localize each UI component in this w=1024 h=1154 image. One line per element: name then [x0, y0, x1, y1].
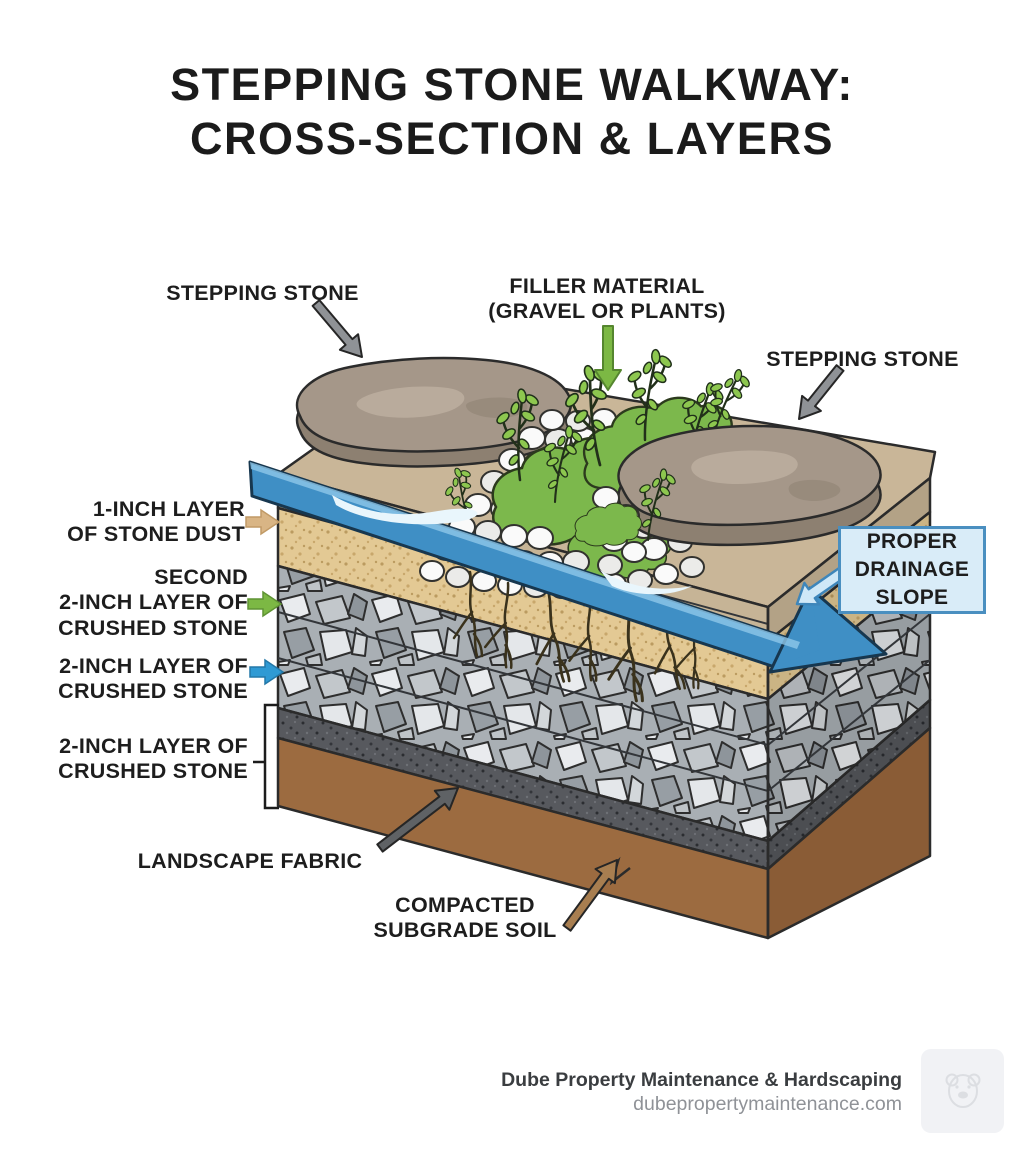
- label-crushed-first: 2-INCH LAYER OF CRUSHED STONE: [58, 654, 248, 704]
- arrow-filler-material: [594, 325, 622, 391]
- footer-website: dubepropertymaintenance.com: [633, 1093, 902, 1116]
- label-stone-dust: 1-INCH LAYER OF STONE DUST: [67, 497, 245, 547]
- arrow-stepping-stone-right: [798, 364, 845, 420]
- stream-wave-highlight: [332, 495, 478, 525]
- drainage-slope-callout-box: PROPER DRAINAGE SLOPE: [838, 526, 986, 614]
- footer: Dube Property Maintenance & Hardscaping …: [501, 1068, 902, 1117]
- page-title: STEPPING STONE WALKWAY: CROSS-SECTION & …: [170, 59, 854, 164]
- label-compacted-soil: COMPACTED SUBGRADE SOIL: [373, 893, 557, 943]
- arrow-stone-dust: [245, 508, 281, 536]
- bracket-crushed-third: [253, 703, 279, 810]
- drainage-water-stream: [248, 460, 888, 674]
- label-filler-material: FILLER MATERIAL (GRAVEL OR PLANTS): [488, 274, 726, 324]
- arrow-crushed-first: [249, 658, 285, 686]
- arrow-compacted-soil: [562, 859, 618, 932]
- logo-placeholder: [921, 1049, 1004, 1133]
- stepping-stone-left-shape: [295, 356, 573, 468]
- label-stepping-stone-right: STEPPING STONE: [766, 347, 959, 371]
- arrow-stepping-stone-left: [311, 299, 363, 358]
- label-landscape-fabric: LANDSCAPE FABRIC: [137, 849, 363, 873]
- arrow-crushed-second: [247, 590, 283, 618]
- bear-icon: [945, 1073, 980, 1108]
- gravel-overlap-right-stone: [574, 463, 680, 576]
- label-crushed-second: SECOND 2-INCH LAYER OF CRUSHED STONE: [58, 565, 248, 640]
- footer-brand-name: Dube Property Maintenance & Hardscaping: [501, 1069, 902, 1091]
- arrow-landscape-fabric: [376, 787, 459, 853]
- stepping-stone-right-shape: [617, 424, 882, 547]
- label-stepping-stone-left: STEPPING STONE: [166, 281, 359, 305]
- label-crushed-third: 2-INCH LAYER OF CRUSHED STONE: [58, 734, 248, 784]
- stream-wave-highlight: [600, 570, 692, 595]
